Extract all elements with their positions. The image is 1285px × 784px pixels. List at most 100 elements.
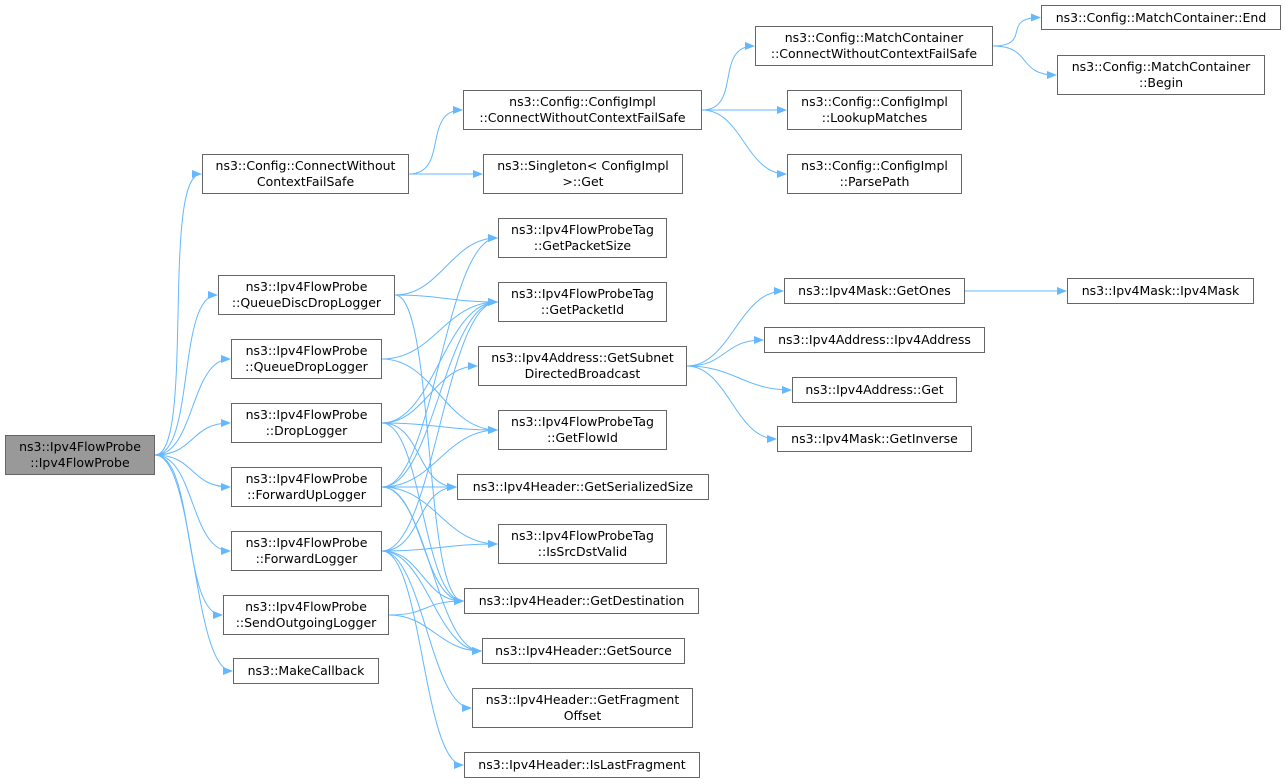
node-label-line2: ::ForwardLogger [255,551,358,566]
edge-qdl-to-tag_pid [381,298,498,360]
node-label-line2: ::ConnectWithoutContextFailSafe [770,46,978,61]
node-label-line1: ns3::Config::MatchContainer [1071,59,1251,74]
node-label-line2: ::ParsePath [839,174,910,189]
edge-fl-to-hdr_last [381,550,464,769]
node-ipv4header-getserializedsize[interactable]: ns3::Ipv4Header::GetSerializedSize [457,474,709,500]
node-ipv4header-getfragmentoffset[interactable]: ns3::Ipv4Header::GetFragment Offset [472,688,693,728]
node-ipv4mask-getinverse[interactable]: ns3::Ipv4Mask::GetInverse [777,426,972,452]
node-flowprobetag-issrcdstvalid[interactable]: ns3::Ipv4FlowProbeTag ::IsSrcDstValid [498,524,667,564]
node-label-line2: DirectedBroadcast [524,366,641,381]
node-label-line2: ::ConnectWithoutContextFailSafe [479,110,686,125]
node-matchcontainer-connectwithoutcontextfailsafe[interactable]: ns3::Config::MatchContainer ::ConnectWit… [755,26,993,66]
node-label-line2: ::SendOutgoingLogger [235,615,377,630]
node-makecallback[interactable]: ns3::MakeCallback [233,658,379,684]
node-matchcontainer-begin[interactable]: ns3::Config::MatchContainer ::Begin [1057,55,1265,95]
edge-sol-to-hdr_src [388,614,482,655]
node-label-line2: >::Get [562,174,604,189]
node-label-line1: ns3::MakeCallback [247,663,365,678]
edge-dl-to-hdr_ser [381,422,457,491]
edge-root-to-qdl [154,355,231,456]
node-label-line1: ns3::Ipv4Header::IsLastFragment [478,757,686,772]
node-droplogger[interactable]: ns3::Ipv4FlowProbe ::DropLogger [231,403,382,443]
node-label-line2: ::IsSrcDstValid [537,544,628,559]
node-label-line1: ns3::Ipv4Address::GetSubnet [491,350,674,365]
node-label-line2: ::Ipv4FlowProbe [30,455,130,470]
node-ipv4header-islastfragment[interactable]: ns3::Ipv4Header::IsLastFragment [464,752,700,778]
node-label-line1: ns3::Config::ConfigImpl [509,94,656,109]
node-label-line1: ns3::Ipv4FlowProbe [19,439,141,454]
node-label-line2: ::Begin [1138,75,1184,90]
edge-mc_cwc-to-mc_begin [992,45,1057,79]
node-config-connectwithoutcontextfailsafe[interactable]: ns3::Config::ConnectWithout ContextFailS… [202,154,409,194]
node-label-line1: ns3::Ipv4FlowProbeTag [511,222,654,237]
node-configimpl-parsepath[interactable]: ns3::Config::ConfigImpl ::ParsePath [787,154,962,194]
node-flowprobetag-getflowid[interactable]: ns3::Ipv4FlowProbeTag ::GetFlowId [498,410,667,450]
edge-fl-to-hdr_frag [381,550,472,712]
node-ipv4address-getsubnetdirectedbroadcast[interactable]: ns3::Ipv4Address::GetSubnet DirectedBroa… [478,346,687,386]
node-label-line1: ns3::Config::MatchContainer [784,30,964,45]
node-label-line2: ::GetPacketSize [533,238,632,253]
node-label-line1: ns3::Ipv4FlowProbeTag [511,414,654,429]
node-label-line2: ::GetPacketId [540,302,625,317]
node-label-line1: ns3::Ipv4FlowProbe [245,471,368,486]
edge-root-to-ful [154,454,231,491]
edge-fl-to-tag_valid [381,540,498,552]
node-flowprobetag-getpacketid[interactable]: ns3::Ipv4FlowProbeTag ::GetPacketId [498,282,667,322]
node-label-line2: ::LookupMatches [821,110,928,125]
node-label-line1: ns3::Ipv4Mask::GetOnes [798,283,951,298]
edge-subnet_bc-to-addr_ctor [686,336,764,367]
edge-configimpl_cwc-to-parsepath [701,109,787,178]
node-label-line1: ns3::Ipv4Header::GetSource [495,643,672,658]
node-ipv4address-ipv4address[interactable]: ns3::Ipv4Address::Ipv4Address [764,327,985,353]
node-queuedroplogger[interactable]: ns3::Ipv4FlowProbe ::QueueDropLogger [231,339,382,379]
node-sendoutgoinglogger[interactable]: ns3::Ipv4FlowProbe ::SendOutgoingLogger [223,595,389,635]
node-flowprobetag-getpacketsize[interactable]: ns3::Ipv4FlowProbeTag ::GetPacketSize [498,218,667,258]
node-ipv4mask-ipv4mask[interactable]: ns3::Ipv4Mask::Ipv4Mask [1067,278,1254,304]
edge-root-to-dl [154,419,231,456]
edge-sol-to-hdr_dst [388,597,464,616]
node-label-line2: ContextFailSafe [256,174,355,189]
edge-ful-to-tag_pid [381,298,498,488]
node-label-line1: ns3::Ipv4Header::GetFragment [485,692,680,707]
edge-ful-to-tag_fid [381,426,498,488]
edge-root-to-connectwc [154,170,202,456]
edge-connectwc-to-configimpl_cwc [408,106,463,175]
node-matchcontainer-end[interactable]: ns3::Config::MatchContainer::End [1041,5,1281,30]
node-label-line2: Offset [563,708,602,723]
edge-subnet_bc-to-addr_get [686,365,792,394]
node-ipv4mask-getones[interactable]: ns3::Ipv4Mask::GetOnes [784,278,965,304]
node-label-line2: ::ForwardUpLogger [247,487,366,502]
node-ipv4header-getsource[interactable]: ns3::Ipv4Header::GetSource [482,638,685,664]
node-label-line2: ::QueueDiscDropLogger [231,295,382,310]
node-forwardlogger[interactable]: ns3::Ipv4FlowProbe ::ForwardLogger [231,531,382,571]
node-label-line1: ns3::Config::ConfigImpl [801,94,948,109]
node-ipv4header-getdestination[interactable]: ns3::Ipv4Header::GetDestination [464,588,699,614]
node-label-line1: ns3::Ipv4FlowProbe [245,343,368,358]
node-queuediscdroplogger[interactable]: ns3::Ipv4FlowProbe ::QueueDiscDropLogger [218,275,395,315]
node-label-line1: ns3::Ipv4FlowProbe [245,535,368,550]
edge-fl-to-tag_pid [381,298,498,552]
edge-subnet_bc-to-mask_inv [686,365,777,443]
node-label-line1: ns3::Ipv4Header::GetDestination [478,593,685,608]
node-label-line1: ns3::Ipv4FlowProbe [245,407,368,422]
node-singleton-configimpl-get[interactable]: ns3::Singleton< ConfigImpl >::Get [483,154,683,194]
node-label-line2: ::GetFlowId [547,430,618,445]
edge-ful-to-tag_size [381,234,498,488]
edge-configimpl_cwc-to-mc_cwc [701,42,755,111]
node-label-line1: ns3::Ipv4Address::Get [805,382,944,397]
edge-qddl-to-tag_pid [394,294,498,306]
edge-subnet_bc-to-mask_ones [686,287,784,367]
node-label-line1: ns3::Ipv4FlowProbeTag [511,286,654,301]
node-forwarduplogger[interactable]: ns3::Ipv4FlowProbe ::ForwardUpLogger [231,467,382,507]
node-configimpl-connectwithoutcontextfailsafe[interactable]: ns3::Config::ConfigImpl ::ConnectWithout… [463,90,702,130]
node-configimpl-lookupmatches[interactable]: ns3::Config::ConfigImpl ::LookupMatches [787,90,962,130]
node-label-line1: ns3::Config::ConnectWithout [215,158,396,173]
node-label-line2: ::QueueDropLogger [245,359,368,374]
node-label-line1: ns3::Config::MatchContainer::End [1055,9,1267,25]
node-label-line1: ns3::Ipv4Header::GetSerializedSize [472,479,694,494]
edge-mc_cwc-to-mc_end [992,13,1041,47]
node-ipv4address-get[interactable]: ns3::Ipv4Address::Get [792,377,957,403]
edge-fl-to-hdr_dst [381,550,464,605]
node-label-line2: ::DropLogger [265,423,348,438]
